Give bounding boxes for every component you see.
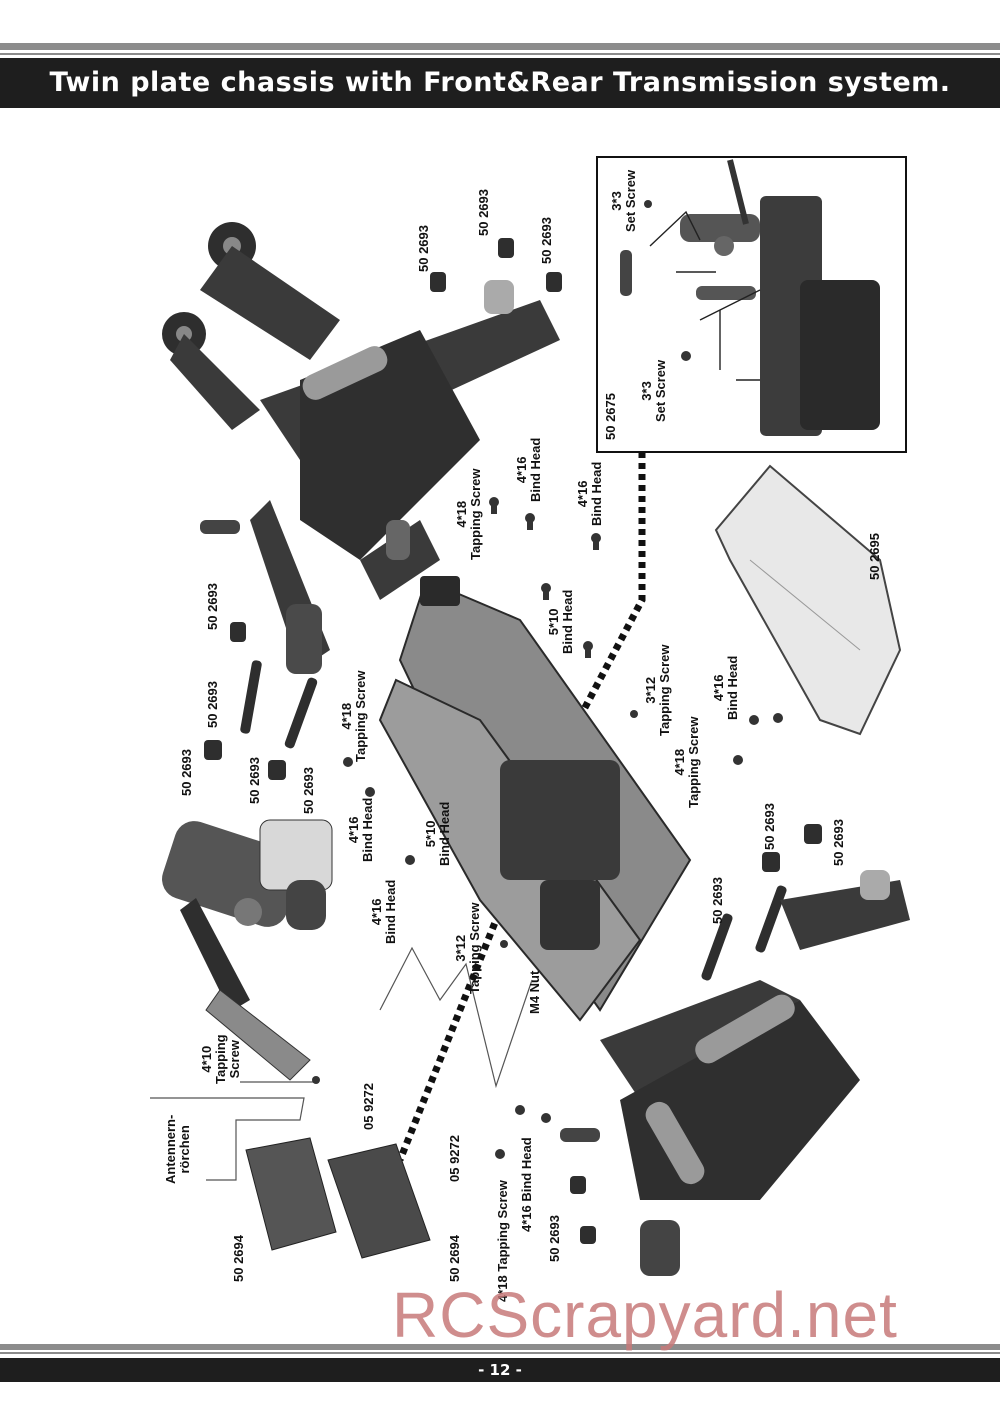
chassis-plates (378, 576, 692, 1022)
part-label: 50 2694 (447, 1235, 462, 1282)
top-rule-thick (0, 43, 1000, 50)
antenna-tube-label: Antennern-rörchen (163, 1114, 192, 1184)
bottom-rule-thin (0, 1352, 1000, 1354)
part-label: 50 2675 (603, 393, 618, 440)
inset-linkages (649, 210, 761, 381)
title-bar (0, 58, 1000, 108)
part-label: 50 2693 (205, 583, 220, 630)
part-label: 05 9272 (361, 1083, 376, 1130)
part-label: 50 2693 (762, 803, 777, 850)
part-label: 50 2693 (205, 681, 220, 728)
screws (312, 497, 783, 1159)
part-label: 50 2693 (247, 757, 262, 804)
part-label: 50 2693 (476, 189, 491, 236)
page-number: - 12 - (478, 1361, 522, 1379)
page-title: Twin plate chassis with Front&Rear Trans… (49, 67, 951, 98)
engine-assembly (162, 819, 333, 1081)
part-label: 50 2694 (231, 1235, 246, 1282)
spacer-parts (204, 238, 822, 1244)
part-label: 50 2693 (831, 819, 846, 866)
body-cover (714, 464, 902, 736)
rear-suspension-assembly (162, 222, 560, 674)
part-label: 50 2693 (416, 225, 431, 272)
bottom-rule-thick (0, 1344, 1000, 1350)
part-label: 50 2693 (179, 749, 194, 796)
guide-lines (150, 946, 533, 1181)
fastener-label: M4 Nut (527, 970, 542, 1014)
fastener-label: 4*16 Bind Head (519, 1137, 534, 1232)
part-label: 50 2693 (539, 217, 554, 264)
top-rule-thin (0, 53, 1000, 55)
servo-assembly-inset (620, 159, 880, 436)
front-suspension-assembly (560, 870, 910, 1276)
part-label: 50 2695 (867, 533, 882, 580)
part-label: 50 2693 (301, 767, 316, 814)
watermark: RCScrapyard.net (392, 1279, 898, 1351)
part-label: 05 9272 (447, 1135, 462, 1182)
part-label: 50 2693 (547, 1215, 562, 1262)
footer-bar (0, 1358, 1000, 1382)
inset-detail-box (596, 156, 907, 453)
part-label: 50 2693 (710, 877, 725, 924)
radio-boxes (245, 1137, 431, 1259)
